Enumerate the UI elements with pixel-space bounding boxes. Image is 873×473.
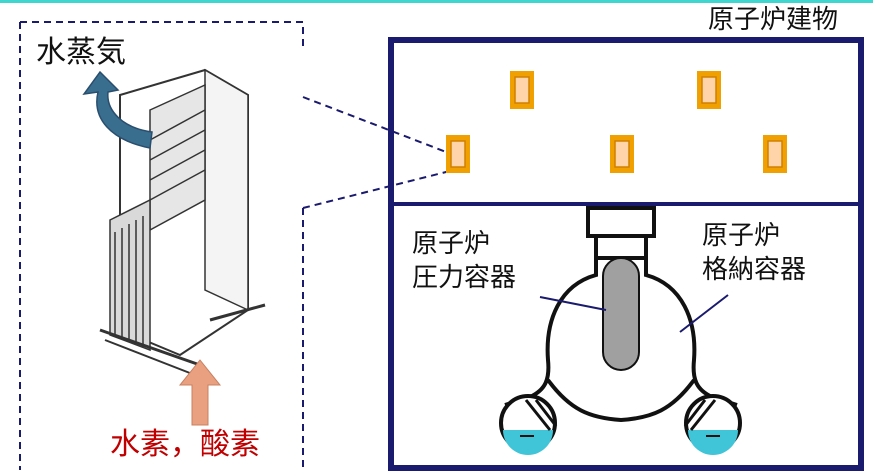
pressure-vessel-label-line2: 圧力容器 bbox=[412, 263, 517, 293]
up-arrow-icon bbox=[178, 359, 222, 426]
recombiner-unit bbox=[610, 135, 634, 173]
recombiner-unit bbox=[510, 71, 534, 109]
recombiner-unit bbox=[697, 71, 721, 109]
steam-label: 水蒸気 bbox=[36, 35, 126, 70]
recombiner-device-icon bbox=[99, 68, 266, 376]
inputs-label: 水素，酸素 bbox=[110, 427, 260, 462]
callout-box bbox=[19, 21, 304, 470]
pressure-vessel-label-line1: 原子炉 bbox=[412, 229, 491, 259]
reactor-building-outline bbox=[388, 37, 864, 471]
containment-leader bbox=[679, 294, 729, 333]
top-accent-line bbox=[0, 0, 873, 3]
pressure-vessel-leader bbox=[539, 296, 607, 311]
suppression-pool-left bbox=[499, 394, 558, 455]
containment-label-line2: 格納容器 bbox=[702, 255, 807, 285]
recombiner-units bbox=[446, 71, 787, 173]
recombiner-unit bbox=[446, 135, 470, 173]
containment-vessel bbox=[504, 206, 738, 423]
curved-up-arrow-icon bbox=[82, 70, 153, 149]
pressure-vessel bbox=[602, 257, 640, 371]
callout-leader-bottom bbox=[302, 169, 455, 209]
suppression-pool-right bbox=[683, 394, 742, 455]
callout-leader-top bbox=[302, 96, 455, 156]
reactor-building-label: 原子炉建物 bbox=[708, 5, 839, 35]
containment-label-line1: 原子炉 bbox=[702, 221, 781, 251]
recombiner-unit bbox=[763, 135, 787, 173]
